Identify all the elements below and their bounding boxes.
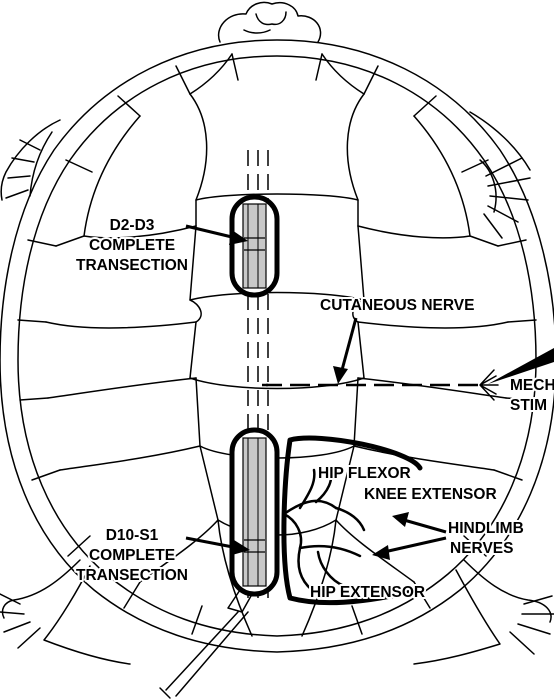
label-hindlimb: HINDLIMB <box>448 520 524 537</box>
label-d10s1-transection: TRANSECTION <box>76 567 188 584</box>
pointer-arrows <box>185 224 447 560</box>
label-stim: STIM <box>510 397 547 414</box>
hindlimb-nerves <box>281 435 423 606</box>
d2d3-window <box>229 194 280 298</box>
label-mech: MECH <box>510 377 554 394</box>
label-d2d3-level: D2-D3 <box>110 217 155 234</box>
labels: D2-D3 COMPLETE TRANSECTION CUTANEOUS NER… <box>74 215 554 603</box>
back-right-leg <box>413 559 554 665</box>
label-d2d3-complete: COMPLETE <box>89 237 175 254</box>
tail-probe <box>159 577 261 699</box>
d10s1-window <box>229 427 280 597</box>
label-knee-extensor: KNEE EXTENSOR <box>364 486 497 503</box>
label-d2d3-transection: TRANSECTION <box>76 257 188 274</box>
cutaneous-nerve <box>262 348 554 401</box>
front-left-leg <box>0 119 61 201</box>
front-right-leg <box>469 111 531 239</box>
label-hip-extensor: HIP EXTENSOR <box>310 584 425 601</box>
back-left-leg <box>0 559 131 665</box>
label-d10s1-complete: COMPLETE <box>89 547 175 564</box>
turtle-head <box>217 1 322 43</box>
carapace <box>0 39 554 653</box>
label-cutaneous-nerve: CUTANEOUS NERVE <box>320 297 474 314</box>
label-hip-flexor: HIP FLEXOR <box>318 465 411 482</box>
label-d10s1-level: D10-S1 <box>106 527 159 544</box>
label-nerves: NERVES <box>450 540 513 557</box>
